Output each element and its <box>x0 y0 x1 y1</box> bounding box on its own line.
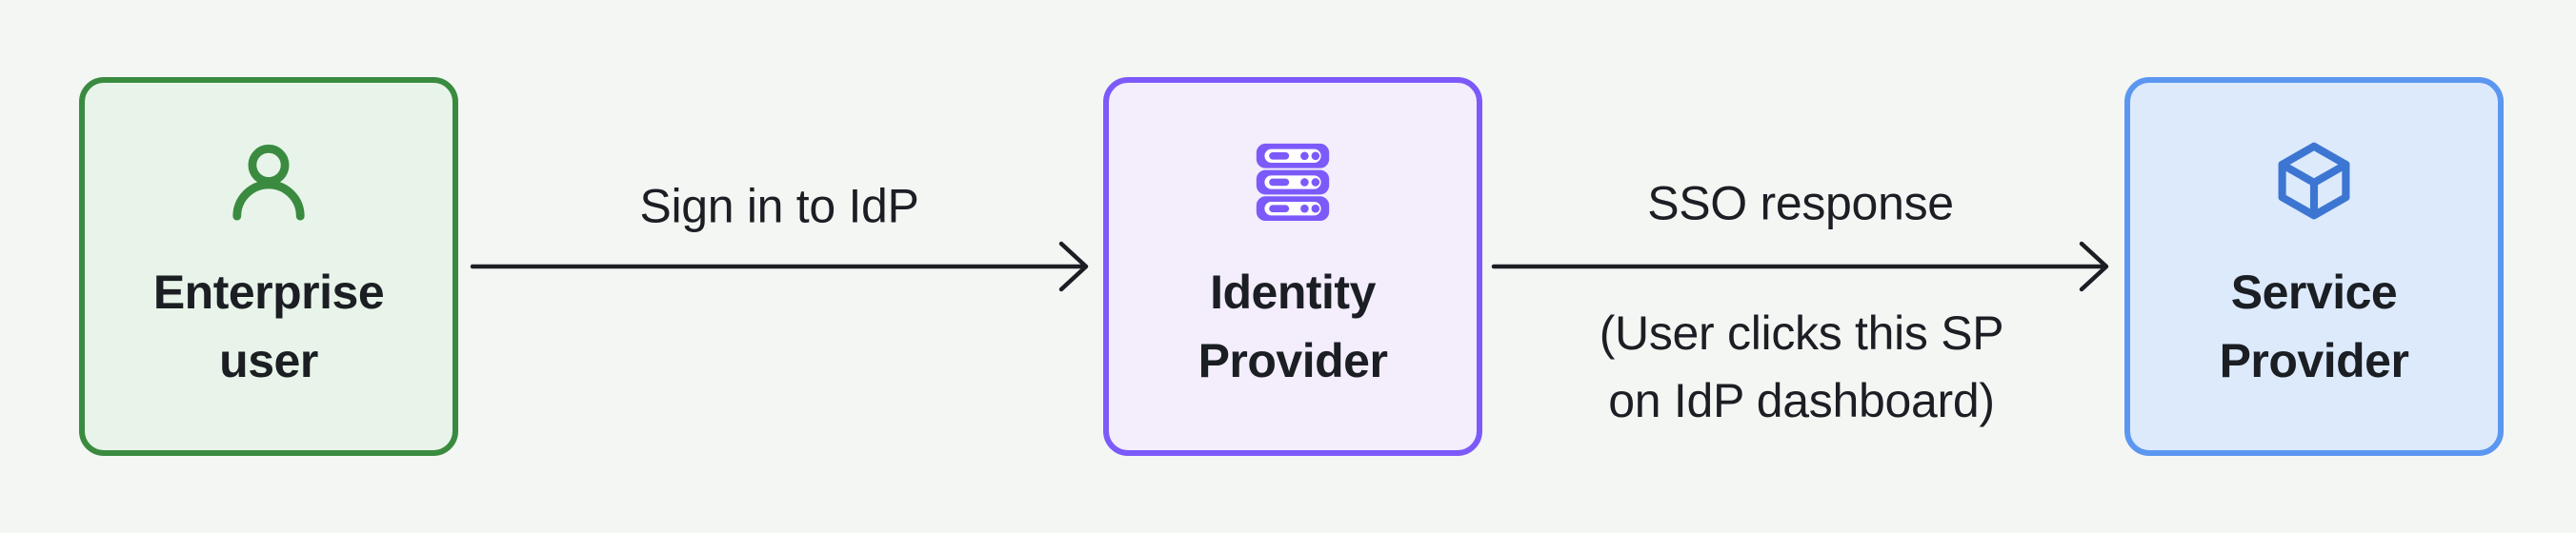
node-label: Service Provider <box>2220 258 2409 395</box>
arrowhead-icon <box>2079 241 2109 292</box>
node-label-line1: Identity <box>1210 266 1376 319</box>
arrow-sublabel-sso-response: (User clicks this SP on IdP dashboard) <box>1600 300 2004 435</box>
cube-icon <box>2274 140 2354 224</box>
node-label-line2: Provider <box>1197 334 1388 387</box>
node-label-line1: Enterprise <box>152 266 385 319</box>
node-enterprise-user: Enterprise user <box>79 77 458 456</box>
node-service-provider: Service Provider <box>2124 77 2504 456</box>
node-label-line2: Provider <box>2219 334 2409 387</box>
arrow-sublabel-line2: on IdP dashboard) <box>1608 374 1995 427</box>
node-label: Enterprise user <box>152 258 385 395</box>
arrow-sso-response <box>1491 241 2109 292</box>
node-identity-provider: Identity Provider <box>1103 77 1482 456</box>
node-label-line2: user <box>219 334 318 387</box>
arrow-label-sign-in-to-idp: Sign in to IdP <box>639 179 919 233</box>
user-icon <box>228 140 310 224</box>
node-label-line1: Service <box>2230 266 2398 319</box>
arrow-sublabel-line1: (User clicks this SP <box>1599 306 2004 360</box>
arrow-sign-in-to-idp <box>470 241 1089 292</box>
server-icon <box>1253 140 1333 224</box>
arrowhead-icon <box>1058 241 1089 292</box>
node-label: Identity Provider <box>1198 258 1388 395</box>
arrow-label-sso-response: SSO response <box>1647 176 1954 230</box>
